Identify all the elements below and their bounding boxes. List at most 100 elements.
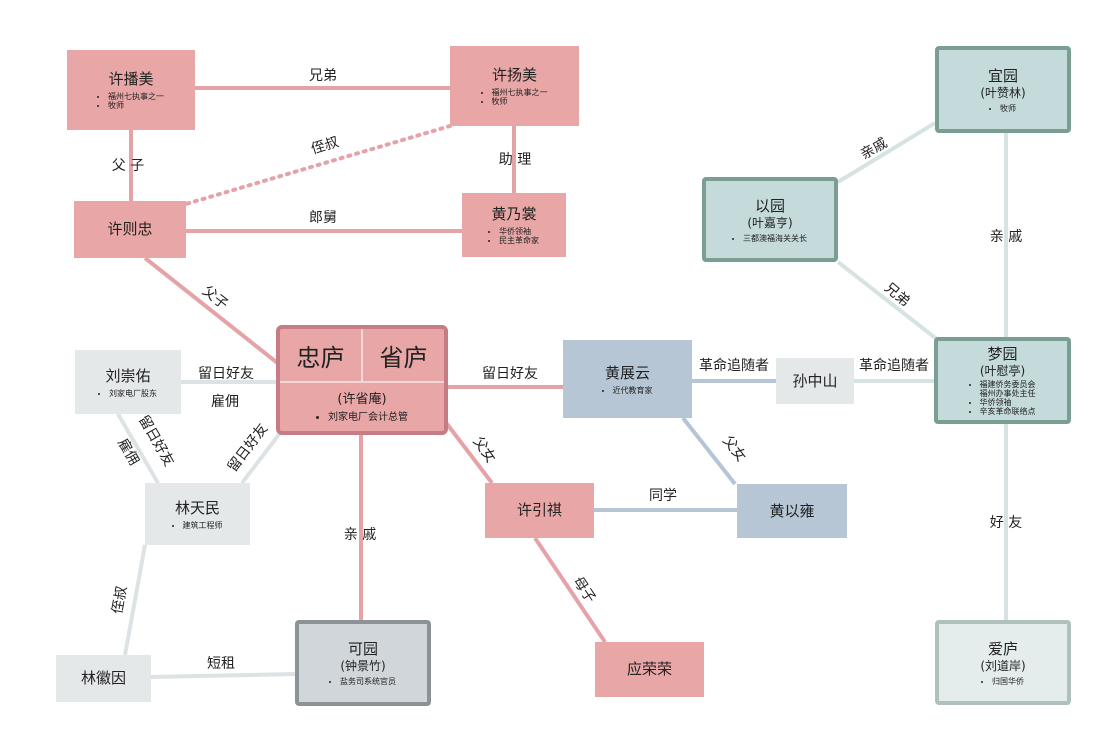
node-notes: 福建侨务委员会 福州办事处主任 华侨领袖 辛亥革命联络点	[970, 380, 1036, 416]
node-name: 应荣荣	[626, 660, 672, 678]
node-name: 黄以雍	[769, 501, 815, 520]
label-center-zhanyun: 留日好友	[482, 366, 538, 382]
node-notes: 华侨领袖 民主革命家	[489, 227, 539, 245]
note: 华侨领袖	[980, 398, 1036, 407]
node-name: 以园	[754, 196, 785, 215]
note: 民主革命家	[499, 236, 539, 245]
node-notes: 归国华侨	[982, 677, 1024, 686]
node-name: 许则忠	[107, 220, 153, 238]
node-notes: 刘家电厂股东	[99, 389, 157, 398]
node-keyuan[interactable]: 可园 (钟景竹) 盐务司系统官员	[295, 620, 431, 706]
note: 华侨领袖	[499, 227, 539, 236]
center-name-left: 忠庐	[296, 343, 345, 372]
node-sub: (叶慰亭)	[979, 364, 1026, 378]
edge-zhanyun-yiyong	[681, 416, 737, 486]
node-huang-yiyong[interactable]: 黄以雍	[737, 484, 847, 538]
note: 福建侨务委员会	[980, 380, 1036, 389]
note: 建筑工程师	[183, 521, 223, 530]
node-name: 许引祺	[516, 501, 562, 519]
node-notes: 福州七执事之一 牧师	[98, 92, 164, 110]
node-name: 林天民	[174, 498, 220, 517]
node-notes: 建筑工程师	[173, 521, 223, 530]
note: 刘家电厂会计总管	[328, 412, 408, 424]
label-yangmei-naishang: 助 理	[498, 152, 532, 168]
label-liu-center-friend: 留日好友	[198, 366, 254, 382]
node-name: 许扬美	[491, 66, 537, 84]
note: 牧师	[492, 97, 548, 106]
label-huiyin-keyuan: 短租	[207, 656, 235, 672]
node-sun-zhongshan[interactable]: 孙中山	[776, 358, 854, 404]
label-zanlin-mengyuan: 亲 戚	[989, 229, 1023, 245]
node-lin-huiyin[interactable]: 林徽因	[56, 655, 151, 702]
node-sub: (刘道岸)	[980, 658, 1026, 673]
node-notes: 近代教育家	[603, 386, 653, 395]
node-lin-tianmin[interactable]: 林天民 建筑工程师	[145, 483, 250, 545]
note: 刘家电厂股东	[109, 389, 157, 398]
note: 福州七执事之一	[492, 88, 548, 97]
node-name: 林徽因	[80, 669, 126, 687]
label-sun-mengyuan: 革命追随者	[859, 358, 929, 374]
node-huang-naishang[interactable]: 黄乃裳 华侨领袖 民主革命家	[462, 193, 566, 257]
center-detail: (许省庵) 刘家电厂会计总管	[280, 383, 444, 431]
node-name: 黄展云	[604, 363, 650, 382]
node-xu-yinqi[interactable]: 许引祺	[485, 483, 594, 538]
label-liu-center-employ: 雇佣	[211, 394, 239, 410]
center-sub: (许省庵)	[337, 391, 387, 407]
node-name: 可园	[347, 640, 378, 658]
node-xu-bomei[interactable]: 许播美 福州七执事之一 牧师	[67, 50, 195, 130]
label-yinqi-yiyong: 同学	[649, 488, 677, 504]
label-center-keyuan: 亲 戚	[343, 527, 377, 543]
edge-yinqi-rongrong	[533, 536, 607, 644]
node-sub: (叶嘉亨)	[747, 215, 793, 230]
note: 辛亥革命联络点	[980, 407, 1036, 416]
note: 福州七执事之一	[108, 92, 164, 101]
node-notes: 盐务司系统官员	[330, 677, 396, 686]
center-name-row: 忠庐 省庐	[280, 329, 444, 383]
note: 三都澳福海关关长	[743, 234, 807, 243]
node-name: 宜园	[987, 66, 1018, 85]
node-name: 刘崇佑	[105, 366, 151, 385]
edge-center-yinqi	[442, 418, 494, 485]
edge-zanlin-jiaheng	[836, 121, 937, 184]
node-xu-zezhong[interactable]: 许则忠	[74, 201, 186, 258]
center-name-right: 省庐	[361, 329, 444, 381]
node-huang-zhanyun[interactable]: 黄展云 近代教育家	[563, 340, 692, 418]
edge-yangmei-zezhong	[184, 124, 452, 206]
node-mengyuan[interactable]: 梦园 (叶慰亭) 福建侨务委员会 福州办事处主任 华侨领袖 辛亥革命联络点	[934, 337, 1071, 424]
note: 牧师	[108, 101, 164, 110]
node-ying-rongrong[interactable]: 应荣荣	[595, 642, 704, 697]
note: 近代教育家	[613, 386, 653, 395]
node-sub: (叶赞林)	[980, 85, 1026, 100]
node-center-zhonglu-shenglu[interactable]: 忠庐 省庐 (许省庵) 刘家电厂会计总管	[276, 325, 448, 435]
node-yiyuan-zanlin[interactable]: 宜园 (叶赞林) 牧师	[935, 46, 1071, 133]
node-notes: 刘家电厂会计总管	[316, 412, 408, 424]
node-notes: 福州七执事之一 牧师	[482, 88, 548, 106]
edge-liu-lin	[116, 412, 160, 485]
node-name: 黄乃裳	[491, 205, 537, 223]
note: 归国华侨	[992, 677, 1024, 686]
note: 牧师	[1000, 104, 1016, 113]
node-name: 爱庐	[987, 639, 1018, 658]
note: 盐务司系统官员	[340, 677, 396, 686]
node-notes: 三都澳福海关关长	[733, 234, 807, 243]
edge-zezhong-center	[143, 256, 282, 367]
node-yiyuan-jiaheng[interactable]: 以园 (叶嘉亨) 三都澳福海关关长	[702, 177, 838, 262]
node-name: 许播美	[108, 70, 154, 88]
node-xu-yangmei[interactable]: 许扬美 福州七执事之一 牧师	[450, 46, 579, 126]
node-name: 孙中山	[792, 371, 838, 390]
node-name: 梦园	[987, 345, 1018, 363]
note: 福州办事处主任	[979, 389, 1036, 398]
node-notes: 牧师	[990, 104, 1016, 113]
label-mengyuan-ailu: 好 友	[989, 515, 1023, 531]
label-zezhong-naishang: 郎舅	[309, 210, 337, 226]
node-sub: (钟景竹)	[340, 659, 386, 673]
label-bomei-zezhong: 父 子	[111, 158, 145, 174]
edge-huiyin-keyuan	[150, 672, 296, 679]
edge-lin-huiyin	[123, 544, 147, 656]
node-ailu[interactable]: 爱庐 (刘道岸) 归国华侨	[935, 620, 1071, 705]
edge-jiaheng-mengyuan	[836, 260, 940, 342]
label-zhanyun-sun: 革命追随者	[699, 358, 769, 374]
node-liu-chongyou[interactable]: 刘崇佑 刘家电厂股东	[75, 350, 181, 414]
label-bomei-yangmei: 兄弟	[309, 68, 337, 84]
